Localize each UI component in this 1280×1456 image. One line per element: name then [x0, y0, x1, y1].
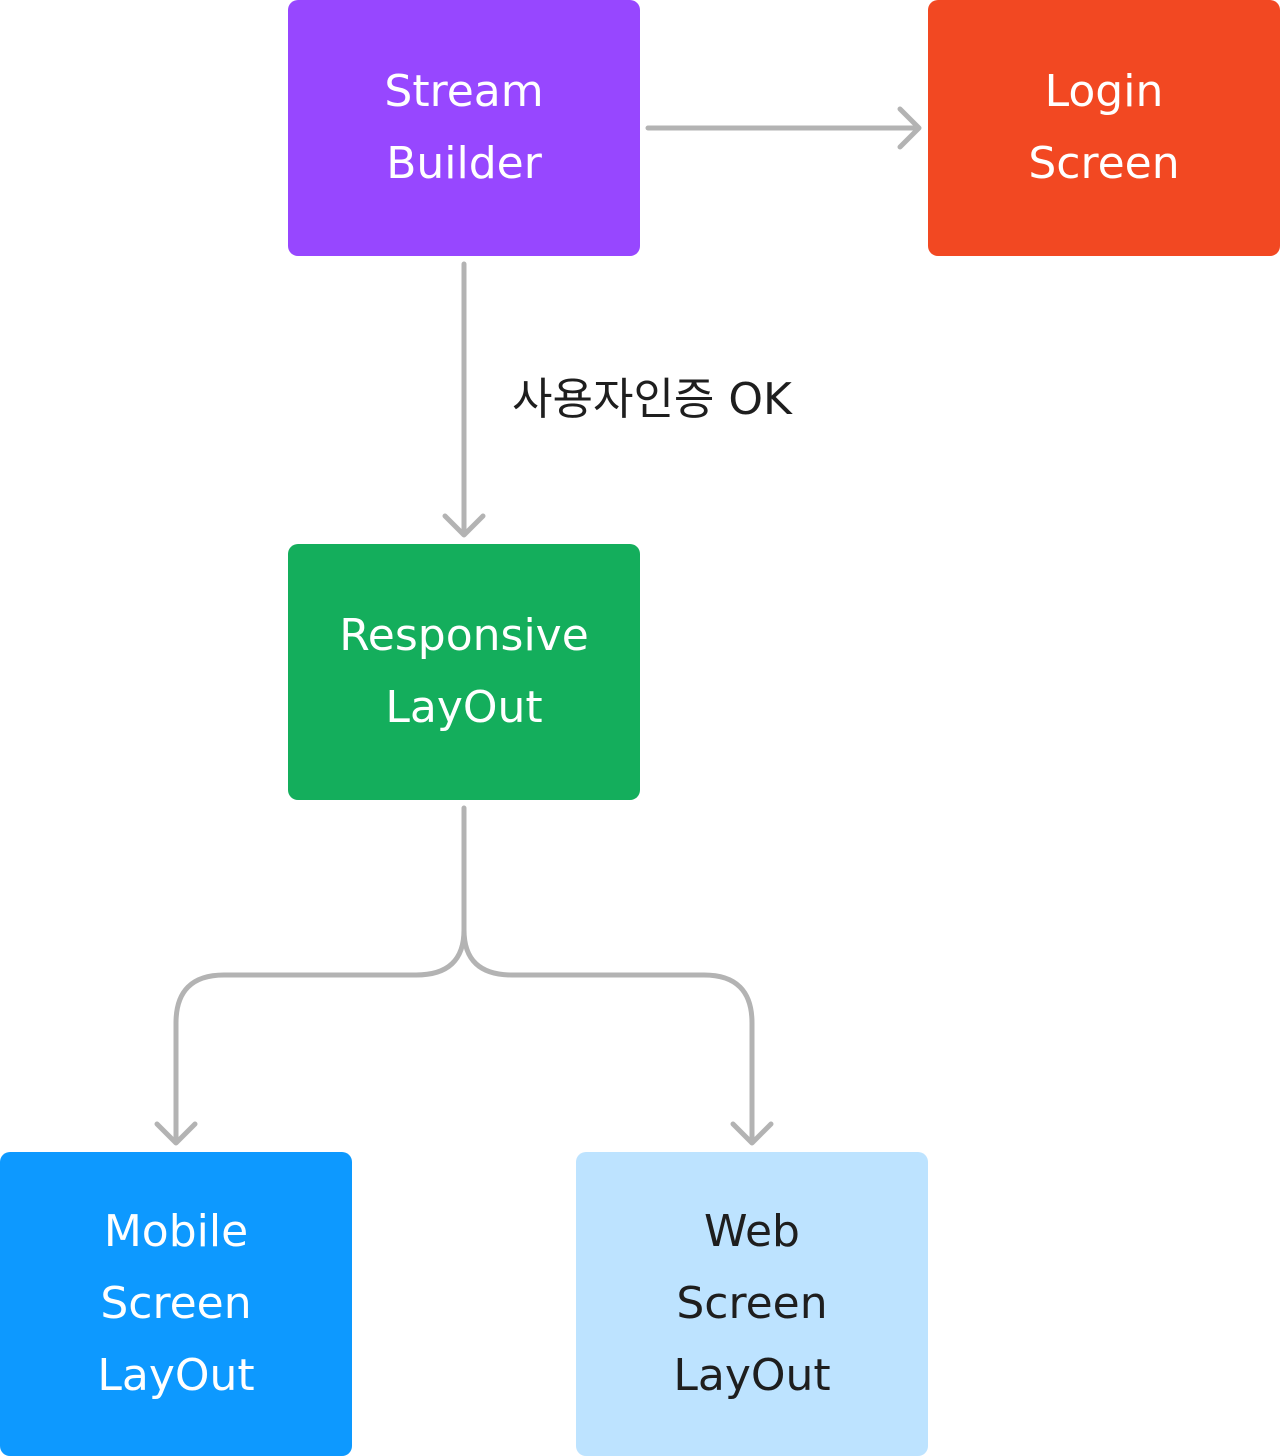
arrow-responsive-to-mobile [173, 805, 467, 1145]
arrowhead-web [730, 1121, 774, 1146]
node-label-line: LayOut [673, 1350, 831, 1401]
node-label-line: Web [704, 1206, 800, 1257]
node-label-line: Responsive [339, 610, 589, 661]
node-label-line: LayOut [385, 682, 543, 733]
node-label-line: Screen [676, 1278, 828, 1329]
node-label-line: Screen [100, 1278, 252, 1329]
arrow-responsive-to-web [461, 927, 755, 1145]
node-label-line: Screen [1028, 138, 1180, 189]
arrowhead-login [897, 106, 922, 150]
mobile-screen-layout-node: Mobile Screen LayOut [0, 1152, 352, 1456]
arrowhead-responsive [442, 513, 486, 538]
login-screen-node: Login Screen [928, 0, 1280, 256]
node-label-line: Builder [386, 138, 542, 189]
arrowhead-mobile [154, 1121, 198, 1146]
auth-ok-edge-label: 사용자인증 OK [512, 374, 792, 425]
node-label-line: Mobile [103, 1206, 249, 1257]
node-label-line: Stream [384, 66, 544, 117]
node-label-line: LayOut [97, 1350, 255, 1401]
stream-builder-node: Stream Builder [288, 0, 640, 256]
responsive-layout-node: Responsive LayOut [288, 544, 640, 800]
web-screen-layout-node: Web Screen LayOut [576, 1152, 928, 1456]
node-label-line: Login [1044, 66, 1164, 117]
